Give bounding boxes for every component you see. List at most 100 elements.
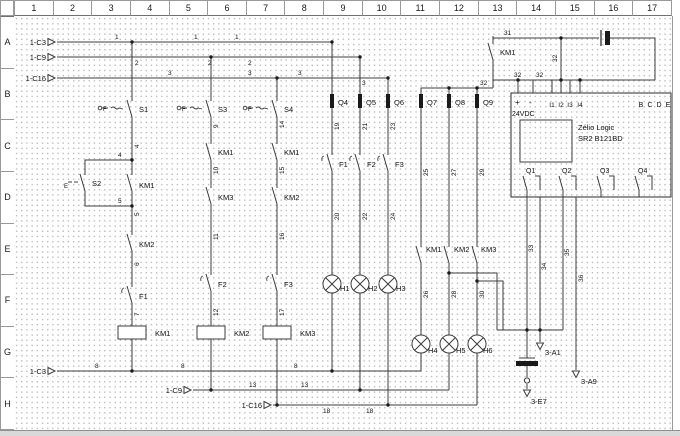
wire-number-label: 22 xyxy=(362,212,369,220)
breaker-Q5[interactable] xyxy=(358,94,362,108)
component-label: KM1 xyxy=(284,148,299,157)
column-header: 12 xyxy=(439,0,478,16)
wire-rail-1C3-top xyxy=(57,41,333,94)
column-header: 7 xyxy=(245,0,285,16)
component-label: Q6 xyxy=(394,98,404,107)
component-label: S3 xyxy=(218,105,227,114)
wire-number-label: 10 xyxy=(213,166,220,174)
wire-32-feed xyxy=(420,68,494,94)
column-header: 14 xyxy=(516,0,555,16)
wire-number-label: 20 xyxy=(334,212,341,220)
aux-contact-F3[interactable] xyxy=(382,146,389,180)
wire-number-label: 1 xyxy=(115,34,119,41)
component-label: KM3 xyxy=(481,245,496,254)
breaker-Q6[interactable] xyxy=(386,94,390,108)
wire-battery-top xyxy=(493,37,656,80)
component-label: E xyxy=(64,184,68,190)
dest-arrow-3A1 xyxy=(536,342,544,350)
wire-number-label: 1 xyxy=(194,34,198,41)
component-label: KM1 xyxy=(155,329,170,338)
overload-contact-F2[interactable] xyxy=(205,266,212,300)
aux-contact-KM3[interactable] xyxy=(471,238,478,272)
component-label: H5 xyxy=(456,346,466,355)
aux-contact-F1[interactable] xyxy=(326,146,333,180)
component-label: S1 xyxy=(139,105,148,114)
breaker-Q4[interactable] xyxy=(330,94,334,108)
wire-number-label: 3 xyxy=(298,70,302,77)
wire-number-label: 29 xyxy=(479,168,486,176)
plc-terminal-e: E xyxy=(666,102,671,109)
component-label: F3 xyxy=(284,280,293,289)
battery-icon[interactable] xyxy=(600,30,610,46)
contact-KM3-col6[interactable] xyxy=(205,179,212,213)
component-label: F xyxy=(103,107,107,113)
wire-number-label: 23 xyxy=(390,122,397,130)
column-header: 17 xyxy=(632,0,672,16)
contact-KM2-col7[interactable] xyxy=(271,179,278,213)
component-label: F3 xyxy=(395,160,404,169)
row-header: B xyxy=(0,68,14,121)
component-label: KM2 xyxy=(234,329,249,338)
pushbutton-S1[interactable] xyxy=(126,92,133,126)
plc-output-contacts xyxy=(522,175,653,197)
column-header: 9 xyxy=(323,0,362,16)
aux-contact-KM1[interactable] xyxy=(415,238,422,272)
lamp-H3[interactable] xyxy=(378,274,398,294)
breaker-Q9[interactable] xyxy=(475,94,479,108)
row-header: H xyxy=(0,378,14,430)
column-header: 1 xyxy=(14,0,53,16)
coil-KM2[interactable] xyxy=(196,325,226,340)
coil-KM3[interactable] xyxy=(262,325,292,340)
contact-KM2-col4[interactable] xyxy=(126,226,133,260)
wire-number-label: 19 xyxy=(334,122,341,130)
coil-KM1[interactable] xyxy=(117,325,147,340)
component-label: F1 xyxy=(339,160,348,169)
wire-number-label: 8 xyxy=(294,363,298,370)
component-label: KM2 xyxy=(139,240,154,249)
column-header: 2 xyxy=(52,0,92,16)
wire-number-label: 2 xyxy=(208,60,212,67)
source-arrow-1C3-top xyxy=(47,38,56,46)
wire-number-label: 25 xyxy=(423,168,430,176)
source-label: 1-C9 xyxy=(166,386,182,395)
components xyxy=(47,30,610,409)
plc-model: SR2 B121BD xyxy=(578,134,623,143)
overload-contact-F3[interactable] xyxy=(271,266,278,300)
pushbutton-S2[interactable] xyxy=(79,166,86,200)
component-label: Q4 xyxy=(338,98,348,107)
plc-module[interactable]: + - 24VDC I1 I2 I3 I4 B C D E Zélio Logi… xyxy=(510,92,672,198)
dest-arrow-3E7 xyxy=(523,389,531,397)
contact-KM1-col7[interactable] xyxy=(271,135,278,169)
lamp-H1[interactable] xyxy=(322,274,342,294)
aux-contact-KM2[interactable] xyxy=(443,238,450,272)
breaker-Q8[interactable] xyxy=(447,94,451,108)
plc-output-q4: Q4 xyxy=(638,168,647,175)
plc-minus-terminal: - xyxy=(529,98,532,107)
contact-KM1-col6[interactable] xyxy=(205,135,212,169)
lamp-H2[interactable] xyxy=(350,274,370,294)
overload-contact-F1[interactable] xyxy=(126,278,133,312)
wire-number-label: 14 xyxy=(279,120,286,128)
wire-number-label: 3 xyxy=(248,70,252,77)
column-header: 5 xyxy=(168,0,208,16)
component-label: KM1 xyxy=(139,181,154,190)
wire-number-label: 18 xyxy=(323,408,331,415)
wire-number-label: 35 xyxy=(564,248,571,256)
component-label: KM2 xyxy=(454,245,469,254)
battery-small-icon[interactable] xyxy=(516,357,538,384)
column-header: 11 xyxy=(400,0,440,16)
contact-KM1-supply[interactable] xyxy=(487,35,494,69)
pushbutton-S3[interactable] xyxy=(205,92,212,126)
pushbutton-S4[interactable] xyxy=(271,92,278,126)
contact-KM1-parallel[interactable] xyxy=(126,166,133,200)
wire-number-label: 18 xyxy=(366,408,374,415)
component-label: F2 xyxy=(367,160,376,169)
breaker-Q7[interactable] xyxy=(419,94,423,108)
source-label: 1-C16 xyxy=(26,74,46,83)
wire-number-label: 34 xyxy=(541,262,548,270)
column-header: 16 xyxy=(593,0,633,16)
column-header: 3 xyxy=(91,0,130,16)
aux-contact-F2[interactable] xyxy=(354,146,361,180)
